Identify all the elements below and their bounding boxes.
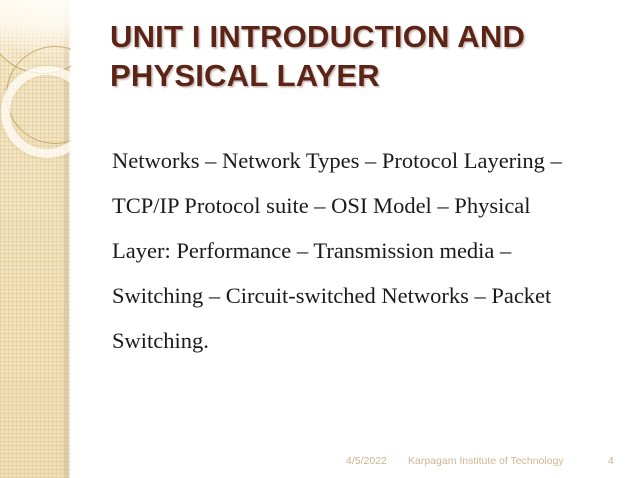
- body-line: TCP/IP Protocol suite – OSI Model – Phys…: [112, 193, 531, 218]
- body-line: Switching.: [112, 328, 209, 353]
- slide-title: UNIT I INTRODUCTION AND PHYSICAL LAYER: [110, 17, 620, 95]
- footer-date: 4/5/2022: [346, 455, 387, 467]
- body-line: Networks – Network Types – Protocol Laye…: [112, 148, 562, 173]
- decorative-side-band: [0, 0, 104, 478]
- slide-title-line-1: UNIT I INTRODUCTION AND: [110, 19, 526, 54]
- slide-footer: 4/5/2022 Karpagam Institute of Technolog…: [0, 455, 638, 475]
- band-edge-mask: [71, 0, 111, 478]
- slide-body: Networks – Network Types – Protocol Laye…: [112, 138, 618, 363]
- slide-title-line-2: PHYSICAL LAYER: [110, 58, 380, 93]
- footer-organization: Karpagam Institute of Technology: [408, 455, 564, 467]
- body-line: Layer: Performance – Transmission media …: [112, 238, 512, 263]
- body-line: Switching – Circuit-switched Networks – …: [112, 283, 552, 308]
- footer-page-number: 4: [608, 455, 614, 467]
